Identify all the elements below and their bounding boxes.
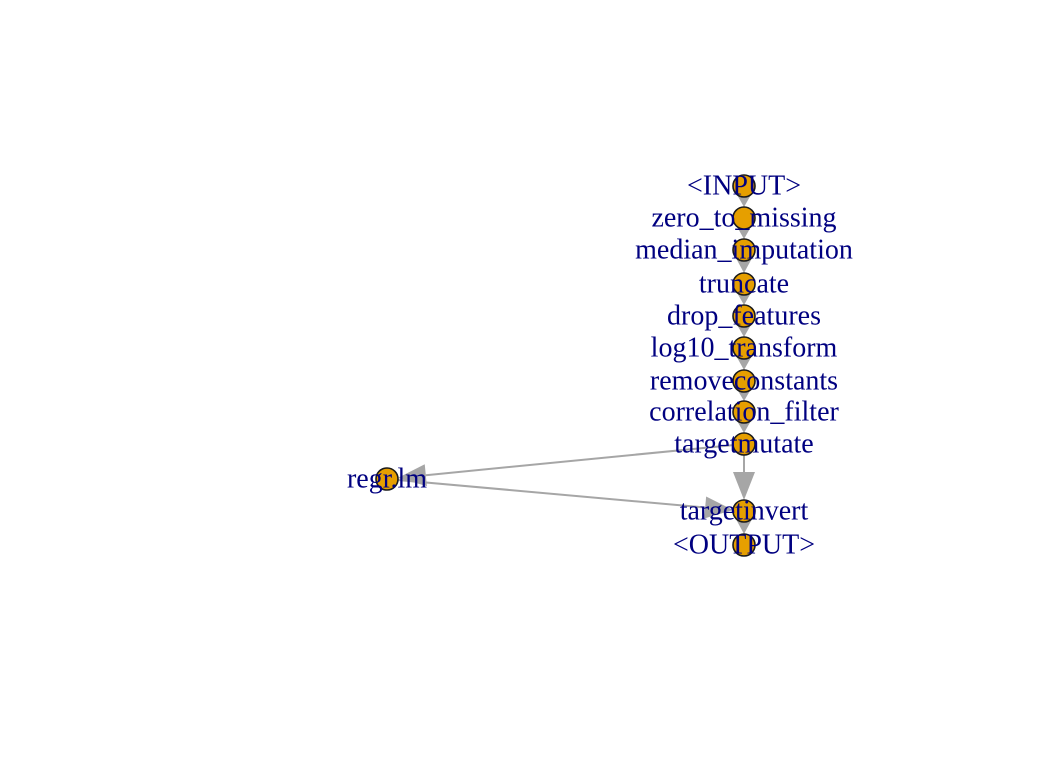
node-label-targetinvert: targetinvert — [680, 496, 809, 527]
node-removeconstants — [732, 369, 756, 393]
node-label-targetmutate: targetmutate — [674, 429, 813, 460]
node-label-log10_transform: log10_transform — [651, 333, 838, 364]
node-input — [732, 174, 756, 198]
arrowhead-targetmutate-to-regr_lm — [397, 464, 427, 487]
node-truncate — [732, 272, 756, 296]
node-label-output: <OUTPUT> — [673, 530, 815, 561]
node-correlation_filter — [732, 400, 756, 424]
node-label-median_imputation: median_imputation — [635, 235, 853, 266]
node-drop_features — [732, 304, 756, 328]
nodes-layer — [375, 174, 756, 557]
node-median_imputation — [732, 238, 756, 262]
edge-regr_lm-to-targetinvert — [397, 478, 706, 509]
arrowhead-regr_lm-to-targetinvert — [704, 496, 734, 519]
node-zero_to_missing — [732, 206, 756, 230]
labels-layer: <INPUT>zero_to_missingmedian_imputationt… — [347, 171, 853, 561]
node-label-zero_to_missing: zero_to_missing — [651, 203, 836, 234]
node-targetinvert — [732, 499, 756, 523]
arrowhead-targetmutate-to-targetinvert — [733, 472, 755, 500]
node-regr_lm — [375, 467, 399, 491]
node-label-input: <INPUT> — [687, 171, 801, 202]
edge-targetmutate-to-regr_lm — [425, 444, 734, 477]
node-log10_transform — [732, 336, 756, 360]
node-targetmutate — [732, 432, 756, 456]
node-label-regr_lm: regr.lm — [347, 464, 427, 495]
node-label-truncate: truncate — [699, 269, 789, 300]
node-label-correlation_filter: correlation_filter — [649, 397, 839, 428]
node-label-removeconstants: removeconstants — [650, 366, 838, 397]
node-output — [732, 533, 756, 557]
node-label-drop_features: drop_features — [667, 301, 821, 332]
